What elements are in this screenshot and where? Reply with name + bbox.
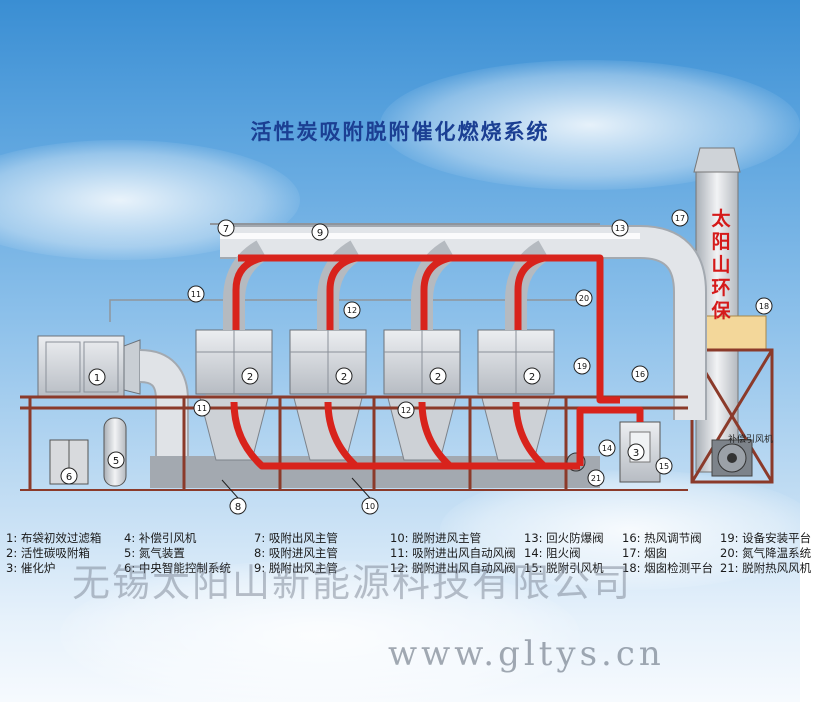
callout-10: 10 xyxy=(351,477,379,515)
callout-7: 7 xyxy=(217,219,235,237)
callout-21: 21 xyxy=(587,469,605,487)
svg-text:21: 21 xyxy=(591,474,601,483)
callout-18: 18 xyxy=(755,297,773,315)
legend-item: 20: 氮气降温系统 xyxy=(720,546,812,560)
fan-label: 补偿引风机 xyxy=(728,433,773,445)
callout-2: 2 xyxy=(429,367,447,385)
callout-20: 20 xyxy=(575,289,593,307)
legend-item: 19: 设备安装平台 xyxy=(720,531,812,545)
website-url: www.gltys.cn xyxy=(388,634,665,674)
svg-text:7: 7 xyxy=(223,224,229,235)
hot-desorption-pipes xyxy=(230,254,644,470)
desorption-outlet-main-duct xyxy=(220,227,705,420)
callout-1: 1 xyxy=(88,368,106,386)
legend-item: 14: 阻火阀 xyxy=(524,546,581,560)
callout-8: 8 xyxy=(221,479,247,515)
svg-text:2: 2 xyxy=(341,372,347,383)
callout-13: 13 xyxy=(611,219,629,237)
svg-text:6: 6 xyxy=(66,472,72,483)
legend-item: 4: 补偿引风机 xyxy=(124,531,197,545)
legend-item: 15: 脱附引风机 xyxy=(524,561,604,575)
legend-item: 2: 活性碳吸附箱 xyxy=(6,546,90,560)
legend-item: 8: 吸附进风主管 xyxy=(254,546,338,560)
callout-12: 12 xyxy=(397,401,415,419)
svg-text:19: 19 xyxy=(577,362,587,371)
cloud xyxy=(60,560,580,710)
callout-2: 2 xyxy=(241,367,259,385)
callout-9: 9 xyxy=(311,223,329,241)
legend-item: 12: 脱附进出风自动风阀 xyxy=(390,561,516,575)
box-riser-ducts xyxy=(223,240,550,330)
callout-19: 19 xyxy=(573,357,591,375)
company-watermark: 无锡太阳山新能源科技有限公司 xyxy=(72,561,633,605)
callout-15: 15 xyxy=(655,457,673,475)
callout-14: 14 xyxy=(598,439,616,457)
page-title: 活性炭吸附脱附催化燃烧系统 xyxy=(250,120,550,144)
svg-text:11: 11 xyxy=(197,404,207,413)
svg-text:12: 12 xyxy=(401,406,411,415)
svg-text:8: 8 xyxy=(235,502,241,513)
process-diagram: 补偿引风机 xyxy=(20,147,774,515)
legend-item: 3: 催化炉 xyxy=(6,561,56,575)
callouts: 1 2 2 2 2 3 5 6 7 8 9 10 11 11 12 12 13 … xyxy=(60,209,773,515)
callout-16: 16 xyxy=(631,365,649,383)
legend-item: 11: 吸附进出风自动风阀 xyxy=(390,546,516,560)
callout-11: 11 xyxy=(193,399,211,417)
callout-3: 3 xyxy=(627,443,645,461)
filter-box xyxy=(37,335,141,399)
adsorption-box xyxy=(477,329,555,395)
svg-text:2: 2 xyxy=(529,372,535,383)
svg-text:1: 1 xyxy=(94,373,100,384)
brand-char: 山 xyxy=(711,254,731,276)
svg-text:3: 3 xyxy=(633,448,639,459)
svg-text:14: 14 xyxy=(602,444,612,453)
legend-item: 5: 氮气装置 xyxy=(124,546,185,560)
legend-item: 7: 吸附出风主管 xyxy=(254,531,338,545)
legend-item: 17: 烟囱 xyxy=(622,546,668,560)
svg-text:2: 2 xyxy=(435,372,441,383)
legend-item: 16: 热风调节阀 xyxy=(622,531,702,545)
callout-6: 6 xyxy=(60,467,78,485)
svg-text:12: 12 xyxy=(347,306,357,315)
brand-char: 太 xyxy=(711,208,731,230)
svg-text:9: 9 xyxy=(317,228,323,239)
callout-5: 5 xyxy=(107,451,125,469)
legend-item: 9: 脱附出风主管 xyxy=(254,561,338,575)
svg-text:16: 16 xyxy=(635,370,645,379)
svg-text:20: 20 xyxy=(579,294,589,303)
legend-item: 21: 脱附热风风机 xyxy=(720,561,812,575)
svg-text:18: 18 xyxy=(759,302,769,311)
callout-17: 17 xyxy=(671,209,689,227)
adsorption-box xyxy=(289,329,367,395)
callout-2: 2 xyxy=(335,367,353,385)
brand-vertical-text: 太 阳 山 环 保 xyxy=(710,208,732,323)
brand-char: 阳 xyxy=(711,231,731,253)
legend-item: 1: 布袋初效过滤箱 xyxy=(6,531,102,545)
svg-text:11: 11 xyxy=(191,290,201,299)
callout-2: 2 xyxy=(523,367,541,385)
callout-11: 11 xyxy=(187,285,205,303)
legend-item: 18: 烟囱检测平台 xyxy=(622,561,714,575)
equipment-platform xyxy=(20,395,688,491)
svg-text:13: 13 xyxy=(615,224,625,233)
svg-text:10: 10 xyxy=(365,502,375,511)
adsorption-box xyxy=(383,329,461,395)
svg-text:2: 2 xyxy=(247,372,253,383)
svg-text:5: 5 xyxy=(113,456,119,467)
compensation-fan: 补偿引风机 xyxy=(711,433,773,477)
svg-text:15: 15 xyxy=(659,462,669,471)
svg-text:17: 17 xyxy=(675,214,685,223)
legend-item: 10: 脱附进风主管 xyxy=(390,531,482,545)
legend-item: 13: 回火防爆阀 xyxy=(524,531,604,545)
legend-item: 6: 中央智能控制系统 xyxy=(124,561,231,575)
brand-char: 保 xyxy=(711,300,731,322)
component-legend: 1: 布袋初效过滤箱 2: 活性碳吸附箱 3: 催化炉 4: 补偿引风机 5: … xyxy=(6,530,812,580)
brand-char: 环 xyxy=(711,277,731,299)
callout-12: 12 xyxy=(343,301,361,319)
